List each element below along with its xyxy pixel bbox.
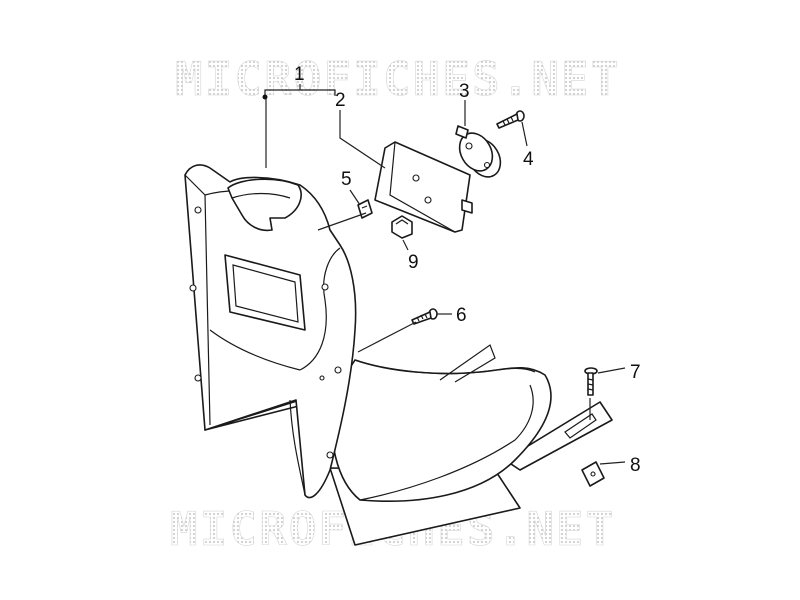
reflector-plate-part xyxy=(374,141,473,233)
round-cap-part xyxy=(455,125,502,178)
dot-icon xyxy=(262,94,268,100)
clip-9-part xyxy=(391,215,413,239)
screw-6-part xyxy=(411,308,438,325)
callout-labels: 1 2 3 4 5 6 7 8 9 xyxy=(294,64,641,476)
callout-7: 7 xyxy=(630,362,641,383)
callout-3: 3 xyxy=(459,81,470,102)
callout-1: 1 xyxy=(294,64,305,85)
clip-5-part xyxy=(357,199,373,219)
callout-4: 4 xyxy=(523,149,534,170)
screw-7-part xyxy=(584,367,598,396)
callout-2: 2 xyxy=(335,90,346,111)
nut-clip-8-part xyxy=(581,461,605,487)
inner-panel-part xyxy=(184,164,613,546)
watermark-top: MICROFICHES.NET xyxy=(175,52,620,106)
screw-4-part xyxy=(496,110,525,129)
leader-lines xyxy=(262,84,626,465)
callout-9: 9 xyxy=(408,252,419,273)
callout-5: 5 xyxy=(341,169,352,190)
callout-8: 8 xyxy=(630,455,641,476)
callout-6: 6 xyxy=(456,305,467,326)
